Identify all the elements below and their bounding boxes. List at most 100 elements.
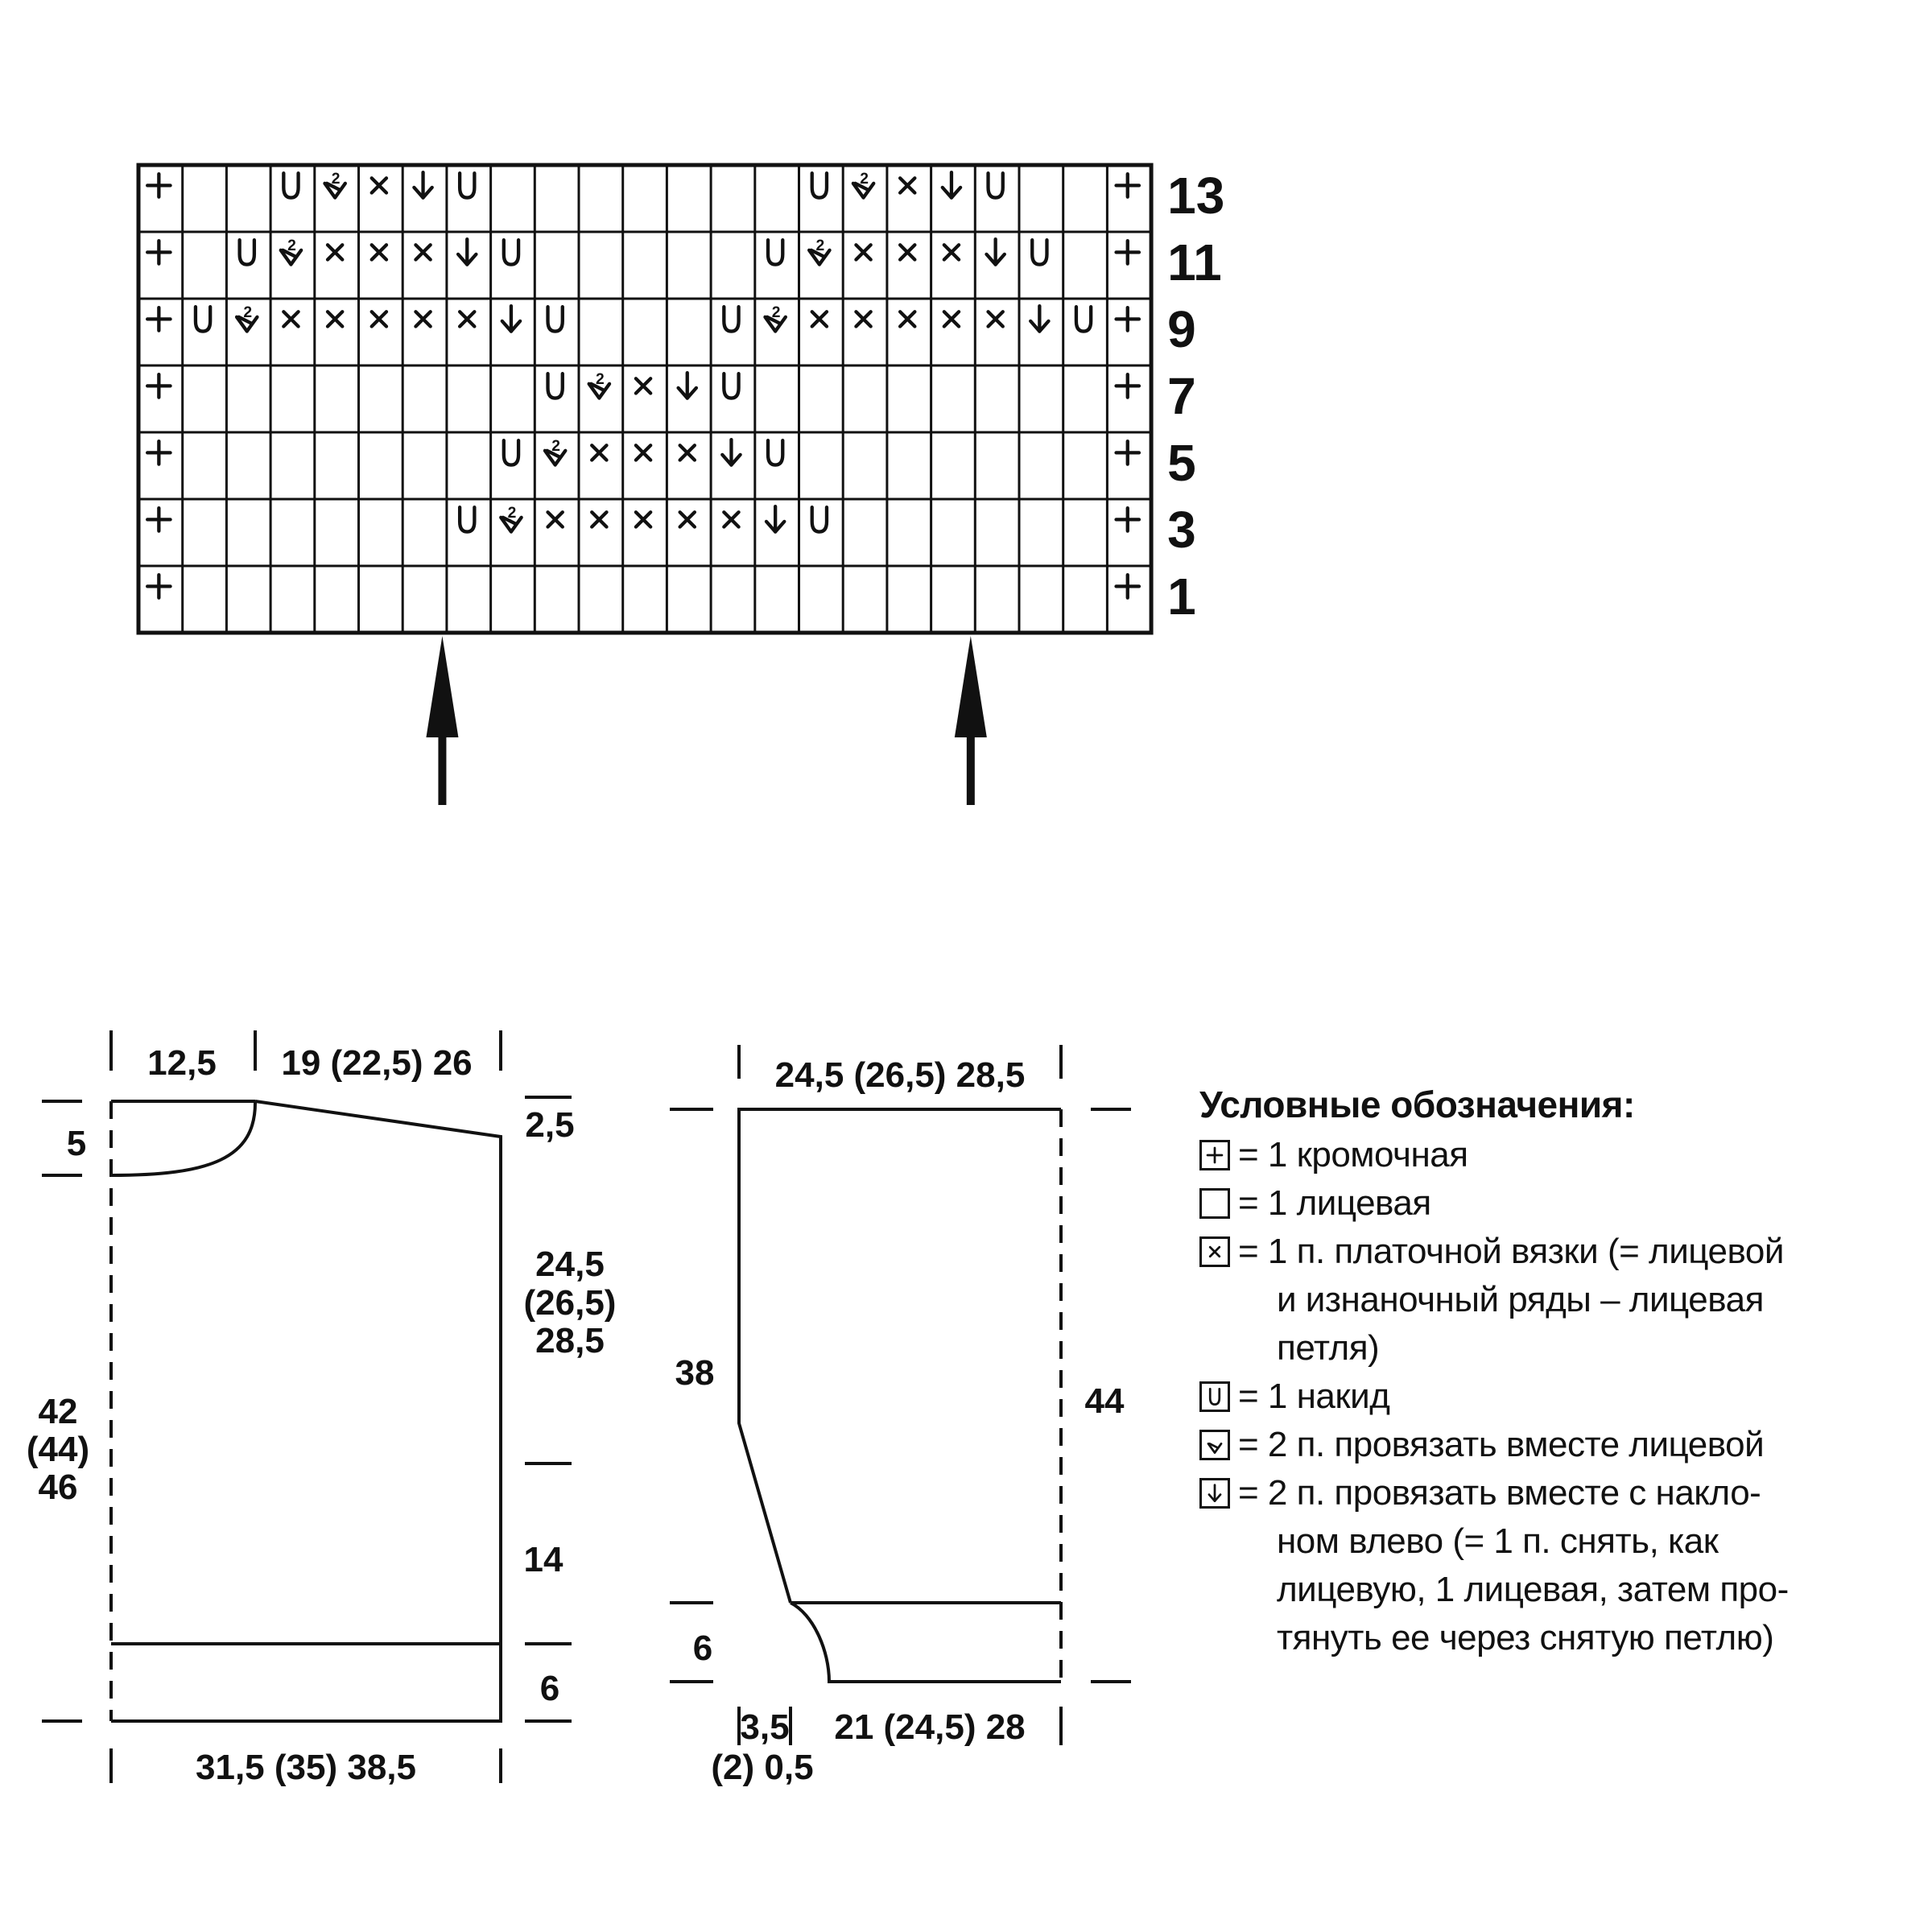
k2tog-decrease-icon: 2	[763, 304, 787, 333]
back-schematic	[42, 1030, 572, 1783]
sleeve-dimension-labels: 24,5 (26,5) 28,5 38 44 6 3,5 (2) 0,5 21 …	[675, 1055, 1125, 1787]
sleeve-cuff-curve	[790, 1601, 1061, 1683]
back-neck-width-label: 19 (22,5) 26	[281, 1043, 472, 1083]
garter-stitch-icon	[282, 310, 300, 328]
row-number-label: 9	[1167, 300, 1196, 358]
garter-symbol-icon	[1199, 1236, 1230, 1267]
k2tog-badge: 2	[508, 505, 517, 522]
k2tog-badge: 2	[816, 237, 825, 254]
row-number-label: 13	[1167, 167, 1224, 225]
k2tog-decrease-icon: 2	[279, 237, 303, 266]
garter-stitch-icon	[634, 510, 653, 529]
back-armhole-label-3: 28,5	[535, 1321, 605, 1360]
yarn-over-icon	[282, 171, 300, 200]
garter-stitch-icon	[369, 310, 389, 328]
k2tog-badge: 2	[860, 171, 869, 188]
ssk-decrease-icon	[985, 237, 1006, 266]
edge-stitch-icon	[1114, 305, 1141, 332]
legend-line: = 2 п. провязать вместе с накло-	[1238, 1473, 1761, 1513]
garter-stitch-icon	[546, 510, 564, 529]
edge-stitch-icon	[1114, 439, 1141, 466]
garter-stitch-icon	[942, 243, 961, 262]
sleeve-inset-label-1: 3,5	[740, 1707, 789, 1747]
garter-stitch-icon	[898, 176, 917, 195]
edge-stitch-icon	[1114, 506, 1141, 533]
legend-item: = 1 кромочная	[1199, 1131, 1908, 1179]
yarn-over-icon	[502, 237, 521, 266]
yarn-over-icon	[1074, 304, 1093, 333]
garter-stitch-icon	[369, 243, 389, 262]
garter-stitch-icon	[457, 310, 477, 328]
sleeve-schematic	[670, 1045, 1131, 1745]
legend-line: лицевую, 1 лицевая, затем про-	[1277, 1570, 1789, 1609]
yarn-over-icon	[193, 304, 213, 333]
garter-stitch-icon	[854, 310, 873, 328]
back-total-height-label-3: 46	[39, 1468, 78, 1507]
garter-stitch-icon	[678, 444, 697, 462]
k2tog-badge: 2	[287, 237, 296, 254]
row-number-label: 3	[1167, 501, 1196, 559]
k2tog-badge: 2	[596, 371, 605, 388]
repeat-arrow-icon	[954, 636, 987, 805]
k2tog-decrease-icon: 2	[543, 438, 568, 467]
yarn-over-icon	[1030, 237, 1049, 266]
k2tog-badge: 2	[243, 304, 252, 321]
legend-title: Условные обозначения:	[1199, 1084, 1635, 1125]
ssk-decrease-icon	[940, 170, 963, 200]
edge-stitch-icon	[145, 506, 172, 533]
row-number-label: 1	[1167, 568, 1196, 625]
legend-line: ном влево (= 1 п. снять, как	[1277, 1521, 1719, 1561]
legend-list: = 1 кромочная= 1 лицевая= 1 п. платочной…	[1199, 1131, 1908, 1662]
legend-line: тянуть ее через снятую петлю)	[1277, 1618, 1774, 1657]
k2tog-symbol-icon	[1199, 1430, 1230, 1460]
ssk-symbol-icon	[1199, 1478, 1230, 1509]
back-ribbing-height-label: 6	[540, 1669, 559, 1708]
repeat-markers	[426, 636, 987, 805]
back-total-height-label-2: (44)	[27, 1430, 89, 1469]
yarn-over-icon	[502, 438, 521, 467]
back-armhole-label-1: 24,5	[535, 1245, 605, 1284]
yarn-over-icon	[766, 237, 785, 266]
back-shoulder-width-label: 12,5	[147, 1043, 217, 1083]
back-shoulder-slope-label: 2,5	[525, 1105, 574, 1145]
k2tog-badge: 2	[772, 304, 781, 321]
back-shoulder-side	[111, 1100, 502, 1723]
legend-text: = 1 накид	[1238, 1373, 1908, 1421]
ssk-decrease-icon	[456, 237, 478, 266]
repeat-arrow-icon	[426, 636, 459, 805]
k2tog-decrease-icon: 2	[587, 371, 612, 400]
garter-stitch-icon	[898, 243, 917, 262]
k2tog-decrease-icon: 2	[499, 505, 523, 534]
sleeve-inset-label-2: (2) 0,5	[711, 1748, 813, 1787]
sleeve-top-width-label: 24,5 (26,5) 28,5	[775, 1055, 1026, 1095]
garter-stitch-icon	[678, 510, 697, 529]
edge-stitch-icon	[1114, 238, 1141, 266]
legend-text: = 1 кромочная	[1238, 1131, 1908, 1179]
ssk-decrease-icon	[764, 504, 786, 534]
k2tog-badge: 2	[551, 438, 560, 455]
garter-stitch-icon	[414, 243, 432, 262]
sleeve-cuff-height-label: 6	[693, 1629, 712, 1668]
edge-stitch-icon	[145, 238, 172, 266]
sleeve-straight-height-label: 38	[675, 1353, 715, 1393]
yarn-over-icon	[457, 505, 477, 534]
ssk-decrease-icon	[500, 303, 522, 333]
garter-stitch-icon	[898, 310, 917, 328]
sleeve-outline	[737, 1108, 1061, 1604]
garter-stitch-icon	[369, 176, 389, 195]
yarn-over-symbol-icon	[1199, 1381, 1230, 1412]
back-neck-depth-label: 5	[67, 1124, 86, 1163]
back-total-height-label-1: 42	[39, 1392, 78, 1431]
garter-stitch-icon	[414, 310, 432, 328]
row-number-label: 5	[1167, 434, 1196, 492]
garter-stitch-icon	[590, 510, 609, 529]
edge-stitch-icon	[145, 439, 172, 466]
yarn-over-icon	[237, 237, 257, 266]
legend-item: = 1 лицевая	[1199, 1179, 1908, 1228]
yarn-over-icon	[546, 304, 564, 333]
row-number-label: 11	[1167, 233, 1222, 291]
edge-stitch-icon	[1114, 372, 1141, 399]
